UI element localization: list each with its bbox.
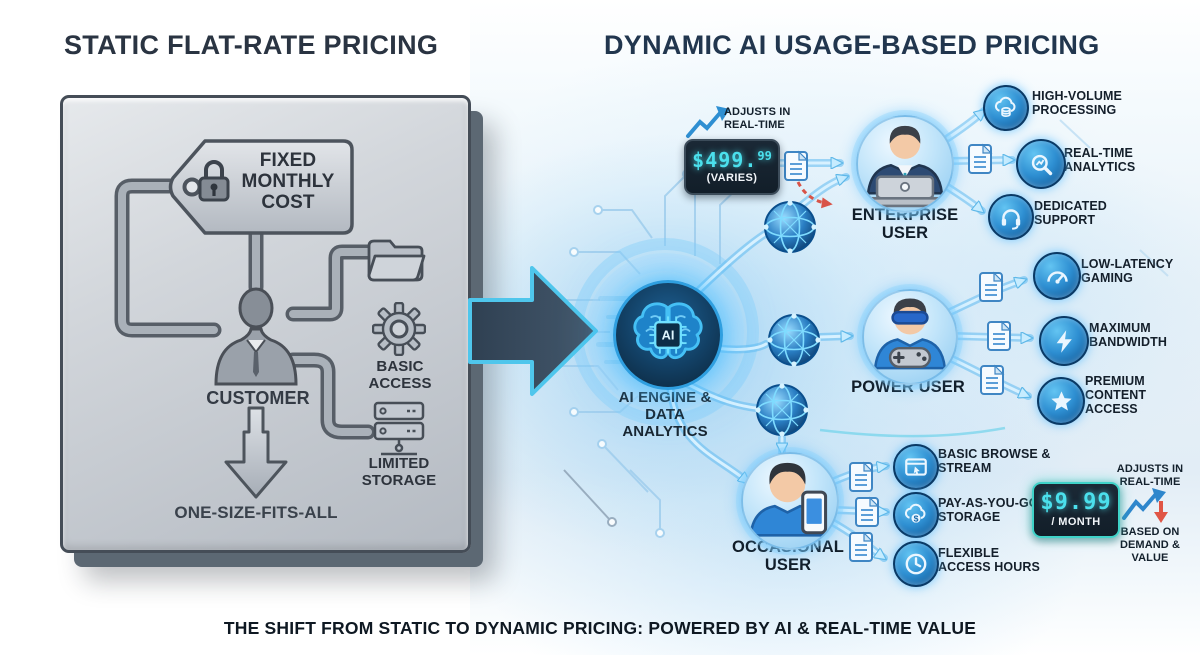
usage-document-icon	[849, 462, 873, 492]
speedometer-icon	[1033, 252, 1081, 300]
network-globe-icon	[766, 312, 822, 368]
folder-icon	[366, 234, 426, 289]
feature-label: PAY-AS-YOU-GO STORAGE	[938, 496, 1039, 524]
feature-label: FLEXIBLE ACCESS HOURS	[938, 546, 1040, 574]
customer-icon	[211, 286, 301, 391]
ai-brain-icon: AI	[633, 302, 703, 360]
right-title: DYNAMIC AI USAGE-BASED PRICING	[604, 30, 1100, 60]
usage-document-icon	[855, 497, 879, 527]
one-size-fits-all-label: ONE-SIZE-FITS-ALL	[174, 503, 338, 522]
usage-document-icon	[980, 365, 1004, 395]
cloud-dollar-icon: $	[893, 492, 939, 538]
enterprise-user-avatar	[856, 115, 954, 213]
enterprise-user-label: ENTERPRISE USER	[851, 206, 959, 243]
lock-icon	[194, 156, 234, 211]
power-user-avatar	[862, 289, 958, 385]
usage-document-icon	[784, 151, 808, 181]
gray-pipes	[114, 178, 376, 440]
star-icon	[1037, 377, 1085, 425]
enterprise-price-note: (VARIES)	[706, 172, 758, 184]
fixed-monthly-cost-label: FIXED MONTHLY COST	[241, 150, 335, 213]
adjusts-bottom-label: ADJUSTS IN REAL-TIME	[1116, 463, 1184, 488]
gear-icon	[371, 301, 427, 361]
one-size-down-arrow	[224, 406, 288, 499]
feature-label: HIGH-VOLUME PROCESSING	[1032, 89, 1122, 117]
occasional-price-box: $9.99 / MONTH	[1032, 482, 1120, 538]
ai-engine-label: AI ENGINE & DATA ANALYTICS	[618, 389, 712, 440]
basic-access-label: BASIC ACCESS	[368, 358, 432, 392]
clock-icon	[893, 541, 939, 587]
enterprise-price-box: $499.99 (VARIES)	[684, 139, 780, 195]
left-title: STATIC FLAT-RATE PRICING	[64, 30, 439, 60]
server-icon	[369, 400, 429, 461]
adjusts-zigzag-icon	[1122, 488, 1168, 523]
network-globe-icon	[762, 199, 818, 255]
feature-label: REAL-TIME ANALYTICS	[1064, 146, 1136, 174]
enterprise-price-amount: $499.	[692, 148, 758, 172]
footer-caption: THE SHIFT FROM STATIC TO DYNAMIC PRICING…	[223, 618, 977, 638]
cloud-database-icon	[983, 85, 1029, 131]
occasional-price-note: / MONTH	[1051, 516, 1101, 528]
power-user-label: POWER USER	[851, 378, 965, 396]
adjusts-top-label: ADJUSTS IN REAL-TIME	[724, 106, 791, 131]
enterprise-price-cents: 99	[757, 149, 772, 163]
usage-document-icon	[849, 532, 873, 562]
based-on-label: BASED ON DEMAND & VALUE	[1119, 526, 1181, 564]
feature-label: PREMIUM CONTENT ACCESS	[1085, 374, 1147, 416]
headset-icon	[988, 194, 1034, 240]
feature-label: LOW-LATENCY GAMING	[1081, 257, 1174, 285]
svg-text:$: $	[914, 514, 919, 524]
browser-icon	[893, 444, 939, 490]
usage-document-icon	[987, 321, 1011, 351]
customer-label: CUSTOMER	[206, 388, 310, 408]
trend-up-icon	[686, 106, 730, 138]
usage-document-icon	[968, 144, 992, 174]
usage-document-icon	[979, 272, 1003, 302]
feature-label: DEDICATED SUPPORT	[1034, 199, 1107, 227]
limited-storage-label: LIMITED STORAGE	[361, 455, 437, 489]
transition-arrow	[468, 266, 598, 396]
lightning-icon	[1039, 316, 1089, 366]
occasional-price-amount: $9.99	[1040, 490, 1112, 515]
network-globe-icon	[754, 382, 810, 438]
svg-text:AI: AI	[662, 328, 675, 343]
occasional-user-avatar	[741, 452, 839, 550]
feature-label: BASIC BROWSE & STREAM	[938, 447, 1051, 475]
ai-engine-core: AI	[613, 280, 723, 390]
analytics-magnifier-icon	[1016, 139, 1066, 189]
feature-label: MAXIMUM BANDWIDTH	[1089, 321, 1167, 349]
price-fluctuation-arrow	[796, 181, 833, 209]
